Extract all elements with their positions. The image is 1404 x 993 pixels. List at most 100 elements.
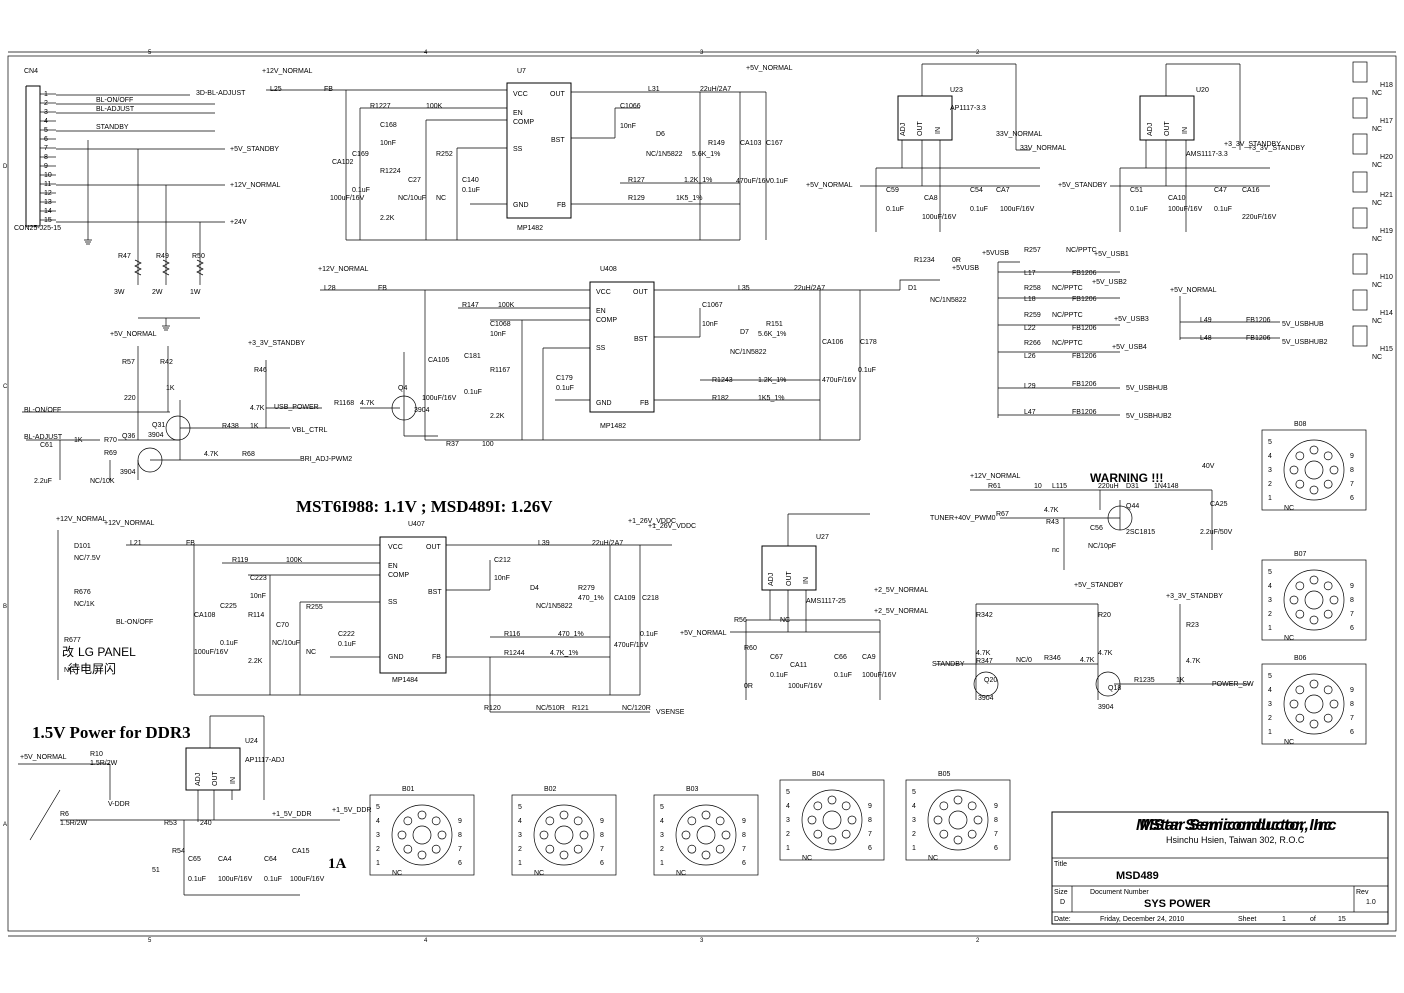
bead-pin: 5 (518, 804, 522, 811)
component-label: BRI_ADJ-PWM2 (300, 456, 352, 463)
component-label: R56 (734, 617, 747, 624)
sheet-border (7, 55, 1397, 932)
component-label: 470_1% (558, 631, 584, 638)
component-label: R182 (712, 395, 729, 402)
component-label: NC/PPTC (1066, 247, 1097, 254)
component-label: 100 (482, 441, 494, 448)
component-label: +5V_NORMAL (110, 331, 157, 338)
component-label: 0.1uF (220, 640, 238, 647)
component-label: 220uH (1098, 483, 1119, 490)
bead-nc: NC (392, 870, 402, 877)
bead-pin: 6 (994, 845, 998, 852)
ic-body (1139, 95, 1195, 141)
signal-label: 3D-BL-ADJUST (196, 90, 246, 97)
component-label: 100uF/16V (194, 649, 229, 656)
hole-ref: H15 (1380, 346, 1393, 353)
hole-nc: NC (1372, 200, 1382, 207)
component-label: CA15 (292, 848, 310, 855)
component-label: R23 (1186, 622, 1199, 629)
bead-pin: 7 (1350, 611, 1354, 618)
bead-pin: 9 (868, 803, 872, 810)
bead-pin: 3 (786, 817, 790, 824)
pin-label: COMP (388, 572, 409, 579)
component-label: 1K (1176, 677, 1185, 684)
pin-label: EN (513, 110, 523, 117)
component-label: R70 (104, 437, 117, 444)
component-label: 220 (124, 395, 136, 402)
pin-label: VCC (513, 91, 528, 98)
row-label: A (3, 822, 7, 828)
connector-part: CON25-J25-15 (14, 225, 61, 232)
bead-pin: 1 (1268, 495, 1272, 502)
component-label: 100uF/16V (788, 683, 823, 690)
component-label: R279 (578, 585, 595, 592)
hole-ref: H17 (1380, 118, 1393, 125)
component-label: 2.2K (380, 215, 395, 222)
bead-pin: 3 (1268, 701, 1272, 708)
component-label: C1068 (490, 321, 511, 328)
pin-label: COMP (513, 119, 534, 126)
component-label: Q18 (1108, 685, 1121, 692)
component-label: C47 (1214, 187, 1227, 194)
component-label: L29 (1024, 383, 1036, 390)
component-label: 5.6K_1% (758, 331, 786, 338)
connector-pin: 1 (44, 91, 48, 98)
regulator-u408: U408 MP1482 VCC EN COMP SS GND OUT BST F… (318, 257, 979, 448)
component-label: R1234 (914, 257, 935, 264)
component-label: 100uF/16V (862, 672, 897, 679)
component-label: L35 (738, 285, 750, 292)
col-label: 5 (148, 50, 152, 56)
bead-pin: 4 (660, 818, 664, 825)
of-value: 15 (1338, 916, 1346, 923)
connector-pin: 5 (44, 127, 48, 134)
bead-pin: 5 (1268, 569, 1272, 576)
component-label: VSENSE (656, 709, 685, 716)
rev-value: 1.0 (1366, 899, 1376, 906)
component-label: 1.2K_1% (758, 377, 786, 384)
bead-nc: NC (534, 870, 544, 877)
bead-pin: 4 (912, 803, 916, 810)
component-label: R1244 (504, 650, 525, 657)
bead-pin: 2 (1268, 715, 1272, 722)
component-label: R266 (1024, 340, 1041, 347)
component-label: NC/PPTC (1052, 340, 1083, 347)
ic-ref: U407 (408, 521, 425, 528)
component-label: NC/10K (90, 478, 115, 485)
bead-pin: 9 (1350, 687, 1354, 694)
component-label: C169 (352, 151, 369, 158)
component-label: C66 (834, 654, 847, 661)
bead-pin: 6 (1350, 729, 1354, 736)
component-label: 0.1uF (834, 672, 852, 679)
component-label: C179 (556, 375, 573, 382)
component-label: C61 (40, 442, 53, 449)
component-label: NC (306, 649, 316, 656)
row-label: B (3, 604, 7, 610)
component-label: +3_3V_STANDBY (1224, 141, 1281, 148)
component-label: R43 (1046, 519, 1059, 526)
component-label: L25 (270, 86, 282, 93)
component-label: R20 (1098, 612, 1111, 619)
component-label: 10nF (620, 123, 636, 130)
component-label: 1.2K_1% (684, 177, 712, 184)
ic-ref: U23 (950, 87, 963, 94)
bead-pin: 3 (1268, 597, 1272, 604)
hole-nc: NC (1372, 126, 1382, 133)
component-label: FB (378, 285, 387, 292)
component-label: L48 (1200, 335, 1212, 342)
connector-pin: 11 (44, 181, 51, 188)
bead-pin: 8 (1350, 701, 1354, 708)
component-label: 10nF (250, 593, 266, 600)
hole-ref: H20 (1380, 154, 1393, 161)
component-label: VBL_CTRL (292, 427, 328, 434)
component-label: 2.2K (490, 413, 505, 420)
bead-pin: 3 (912, 817, 916, 824)
component-label: 3904 (120, 469, 136, 476)
signal-label: +5V_STANDBY (230, 146, 279, 153)
component-label: R438 (222, 423, 239, 430)
component-label: R42 (160, 359, 173, 366)
component-label: 470uF/16V (736, 178, 771, 185)
component-label: CA10 (1168, 195, 1186, 202)
ldo-u23: U23 AP1117-3.3 ADJ OUT IN 33V_NORMAL33V_… (806, 63, 1066, 232)
